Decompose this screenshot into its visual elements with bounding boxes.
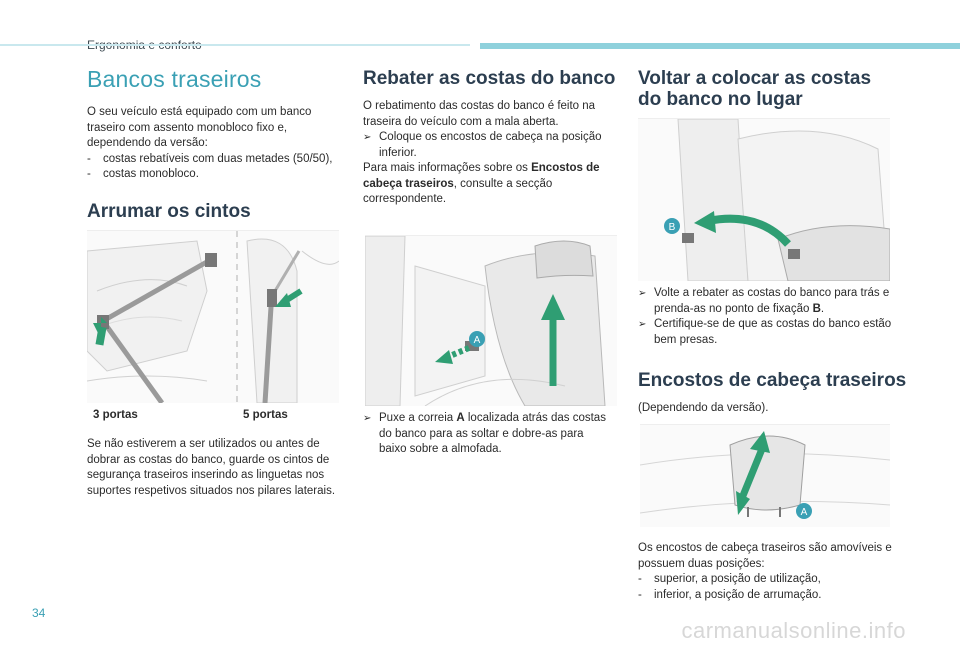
- list-item: ➢Coloque os encostos de cabeça na posiçã…: [363, 131, 602, 159]
- page-title: Bancos traseiros: [87, 66, 262, 92]
- list-item: -superior, a posição de utilização,: [638, 573, 821, 585]
- step-text: ➢ Puxe a correia A localizada atrás das …: [363, 412, 606, 455]
- more-info-text: Para mais informações sobre os Encostos …: [363, 162, 600, 205]
- list-item: ➢Volte a rebater as costas do banco para…: [638, 287, 890, 315]
- headrest-text: Os encostos de cabeça traseiros são amov…: [638, 542, 892, 570]
- list-item: -inferior, a posição de arrumação.: [638, 588, 822, 601]
- column-restore-backrest: Voltar a colocar as costas do banco no l…: [638, 62, 893, 120]
- page-number: 34: [32, 606, 46, 620]
- caption-5-doors: 5 portas: [243, 409, 288, 421]
- restore-backrest-illustration: B: [638, 118, 891, 282]
- headrest-note: (Dependendo da versão).: [638, 402, 769, 414]
- fig-label-a: A: [474, 335, 481, 346]
- headrest-illustration: A: [639, 424, 891, 527]
- list-item: -costas rebatíveis com duas metades (50/…: [87, 152, 333, 165]
- list-item: -costas monobloco.: [87, 168, 199, 180]
- headrest-heading: Encostos de cabeça traseiros: [638, 370, 907, 391]
- list-item: ➢Certifique-se de que as costas do banco…: [638, 318, 892, 346]
- intro-text: O seu veículo está equipado com um banco…: [87, 106, 312, 149]
- restore-steps: ➢Volte a rebater as costas do banco para…: [638, 286, 893, 348]
- fig-label-a-headrest: A: [801, 507, 808, 518]
- fold-heading: Rebater as costas do banco: [363, 68, 616, 89]
- column-rear-seats: Bancos traseiros O seu veículo está equi…: [87, 62, 337, 232]
- caption-3-doors: 3 portas: [93, 409, 138, 421]
- restore-heading: Voltar a colocar as costas do banco no l…: [638, 68, 872, 110]
- seatbelt-illustration: [86, 230, 340, 405]
- fold-intro: O rebatimento das costas do banco é feit…: [363, 100, 596, 128]
- header-rule-left: [0, 44, 470, 46]
- belts-heading: Arrumar os cintos: [87, 200, 251, 222]
- column-fold-backrest: Rebater as costas do banco O rebatimento…: [363, 62, 618, 208]
- fold-backrest-illustration: A: [364, 235, 617, 407]
- belts-text: Se não estiverem a ser utilizados ou ant…: [87, 438, 336, 497]
- fig-label-b: B: [669, 222, 676, 233]
- watermark: carmanualsonline.info: [681, 618, 906, 643]
- header-rule-right: [480, 43, 960, 49]
- headrest-text-block: Os encostos de cabeça traseiros são amov…: [638, 541, 893, 603]
